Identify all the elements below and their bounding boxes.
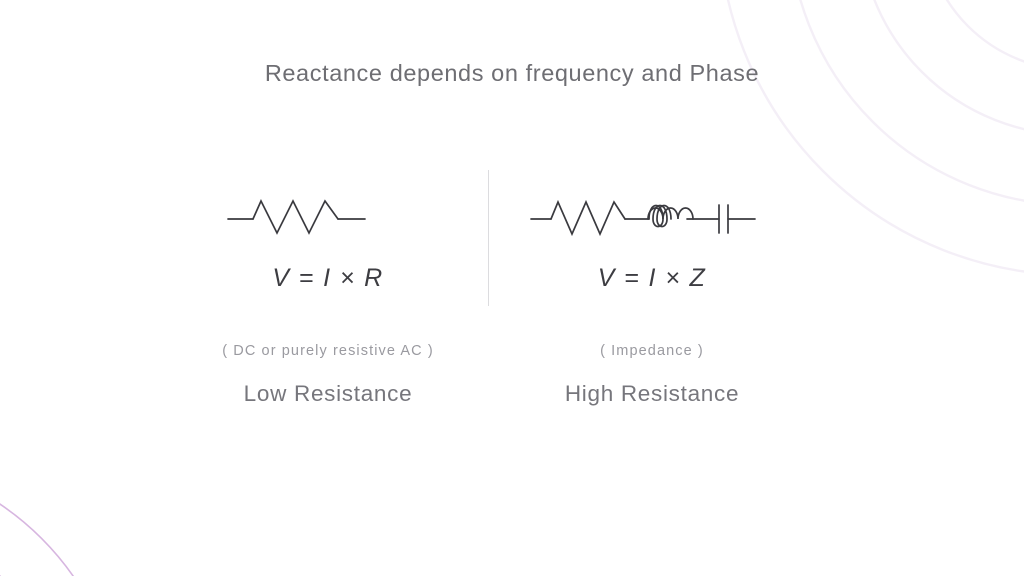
column-high-resistance: V = I × Z ( Impedance ) High Resistance [452,180,852,407]
formula-impedance: V = I × Z [597,264,707,292]
vertical-divider [488,170,489,306]
caption-left: Low Resistance [243,381,413,406]
subnote-left: ( DC or purely resistive AC ) [222,343,434,359]
page-title: Reactance depends on frequency and Phase [264,60,760,86]
circuit-diagram-rlc [452,180,852,250]
subnote-right: ( Impedance ) [600,343,704,359]
caption-right: High Resistance [564,381,740,406]
circuit-diagram-resistor [128,180,528,250]
formula-ohms-law: V = I × R [272,264,384,292]
column-low-resistance: V = I × R ( DC or purely resistive AC ) … [128,180,528,407]
